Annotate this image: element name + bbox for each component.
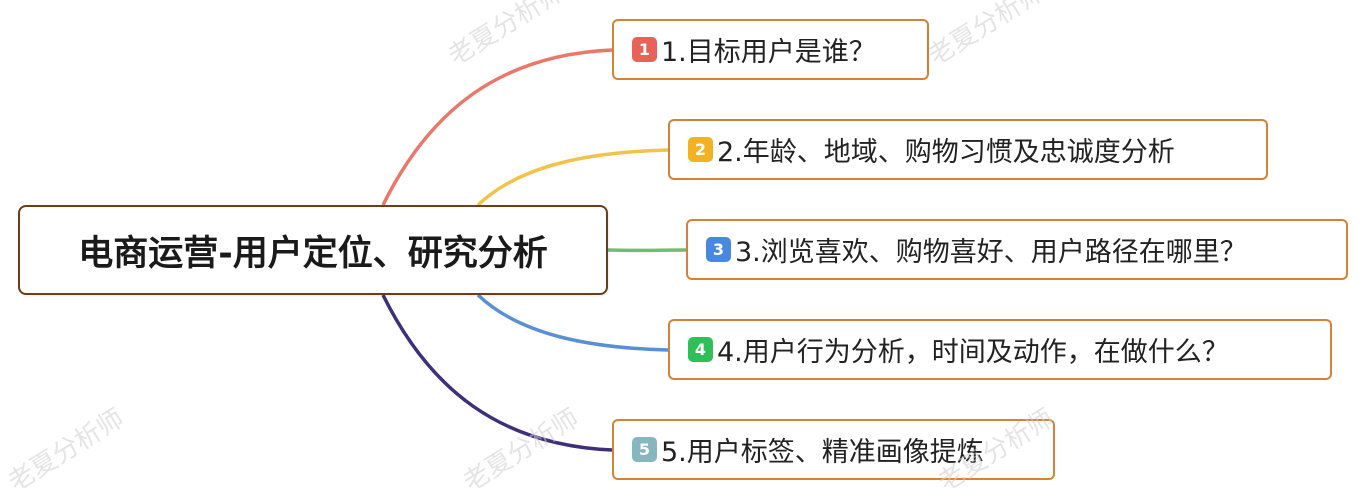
priority-1-icon: 1 [632,37,657,62]
branch-label-4: 4.用户行为分析，时间及动作，在做什么？ [717,337,1229,368]
priority-5-icon: 5 [632,437,657,462]
branch-node-1[interactable]: 1 1.目标用户是谁？ [612,19,929,80]
branch-node-3[interactable]: 3 3.浏览喜欢、购物喜好、用户路径在哪里？ [686,219,1348,280]
connector-line-1 [381,48,613,206]
branch-node-5[interactable]: 5 5.用户标签、精准画像提炼 [612,419,1055,480]
connector-line-2 [476,148,669,207]
connector-line-5 [381,294,613,452]
branch-label-1: 1.目标用户是谁？ [661,37,876,68]
priority-4-icon: 4 [688,337,713,362]
branch-node-4[interactable]: 4 4.用户行为分析，时间及动作，在做什么？ [668,319,1332,380]
priority-3-icon: 3 [706,237,731,262]
priority-2-icon: 2 [688,137,713,162]
central-topic-label: 电商运营-用户定位、研究分析 [78,233,548,274]
branch-node-2[interactable]: 2 2.年龄、地域、购物习惯及忠诚度分析 [668,119,1268,180]
branch-label-5: 5.用户标签、精准画像提炼 [661,437,984,468]
branch-label-2: 2.年龄、地域、购物习惯及忠诚度分析 [717,137,1175,168]
central-topic[interactable]: 电商运营-用户定位、研究分析 [18,205,608,295]
branch-label-3: 3.浏览喜欢、购物喜好、用户路径在哪里？ [735,237,1247,268]
connector-line-4 [476,293,669,352]
